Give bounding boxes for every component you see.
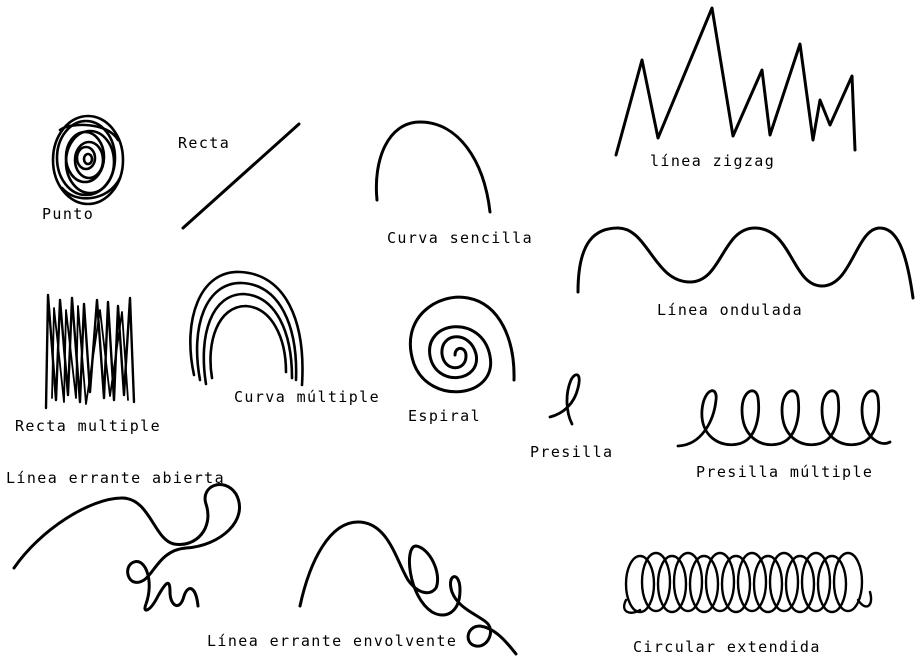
curva-multiple-drawing — [190, 272, 302, 385]
linea-errante-abierta-drawing — [14, 485, 240, 611]
label-presilla: Presilla — [530, 445, 613, 460]
linea-ondulada-drawing — [578, 228, 913, 298]
label-espiral: Espiral — [408, 409, 481, 424]
presilla-multiple-drawing — [678, 391, 890, 446]
presilla-drawing — [550, 375, 579, 424]
label-curva-sencilla: Curva sencilla — [387, 231, 533, 246]
label-circular-extendida: Circular extendida — [633, 640, 821, 655]
label-recta: Recta — [178, 136, 230, 151]
label-presilla-multiple: Presilla múltiple — [696, 465, 873, 480]
label-punto: Punto — [42, 207, 94, 222]
label-linea-errante-abierta: Línea errante abierta — [6, 471, 225, 486]
espiral-drawing — [410, 297, 514, 392]
punto-drawing — [53, 116, 123, 204]
circular-extendida-drawing — [624, 553, 871, 613]
curva-sencilla-drawing — [376, 122, 490, 212]
linea-zigzag-drawing — [616, 8, 855, 155]
label-linea-errante-envolvente: Línea errante envolvente — [207, 634, 457, 649]
label-curva-multiple: Curva múltiple — [234, 390, 380, 405]
label-recta-multiple: Recta multiple — [15, 419, 161, 434]
label-linea-ondulada: Línea ondulada — [657, 303, 803, 318]
label-linea-zigzag: línea zigzag — [650, 154, 775, 169]
